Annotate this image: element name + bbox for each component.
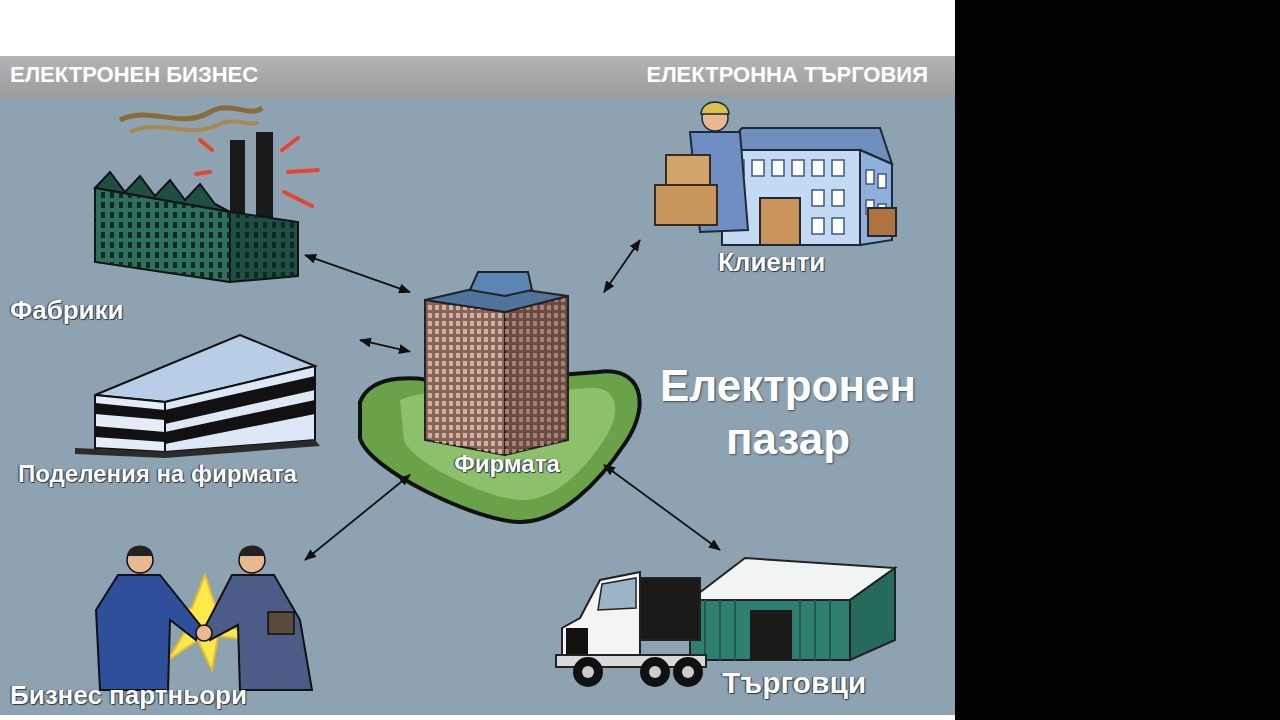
partners-illustration (127, 546, 153, 557)
clients-illustration (878, 174, 886, 188)
traders-illustration (690, 600, 850, 660)
node-label: Търговци (722, 665, 866, 701)
traders-illustration (850, 568, 895, 660)
node-label: Бизнес партньори (10, 680, 247, 711)
traders-illustration (829, 600, 831, 660)
factory-illustration (130, 121, 258, 132)
diagram-stage: Фабрики КлиентиПоделения на фирмата Фирмат… (0, 0, 955, 720)
clients-illustration (812, 218, 824, 234)
factory-illustration (95, 188, 230, 282)
traders-illustration (573, 657, 603, 687)
traders-illustration (638, 578, 700, 640)
divisions-illustration (95, 426, 165, 442)
factory-illustration (120, 108, 262, 120)
factory-illustration (95, 188, 230, 282)
node-label: Фабрики (10, 295, 124, 326)
traders-illustration (704, 600, 706, 660)
clients-illustration (812, 160, 824, 176)
clients-illustration (655, 102, 896, 245)
clients-illustration (792, 160, 804, 176)
factory-illustration (230, 212, 298, 282)
partners-illustration (239, 546, 265, 557)
clients-illustration (655, 185, 717, 225)
factory-illustration (288, 170, 318, 172)
partners-illustration (96, 575, 200, 690)
double-arrow (305, 475, 410, 560)
traders-illustration (582, 666, 594, 678)
traders-illustration (750, 610, 792, 660)
header-right: ЕЛЕКТРОННА ТЪРГОВИЯ (560, 62, 928, 88)
clients-illustration (832, 160, 844, 176)
clients-node: Клиенти (640, 95, 910, 285)
header-left: ЕЛЕКТРОНЕН БИЗНЕС (10, 62, 258, 88)
divisions-illustration (75, 335, 320, 458)
partners-node: Бизнес партньори (5, 540, 305, 715)
clients-illustration (832, 218, 844, 234)
traders-illustration (799, 600, 801, 660)
clients-illustration (732, 160, 886, 234)
factory-illustration (284, 192, 312, 206)
traders-illustration (640, 657, 670, 687)
factory-illustration (200, 140, 212, 150)
divisions-illustration (165, 400, 315, 444)
double-arrow (305, 255, 410, 292)
double-arrow (604, 465, 720, 550)
firm-tower-illustration (470, 272, 532, 296)
divisions-illustration (165, 366, 315, 452)
double-arrow (360, 340, 410, 352)
double-arrow (604, 240, 640, 292)
factory-illustration (282, 138, 298, 150)
partners-illustration (206, 575, 312, 690)
traders-illustration (566, 628, 588, 654)
clients-illustration (752, 160, 764, 176)
factory-illustration (230, 212, 298, 282)
traders-illustration (562, 572, 640, 660)
firm-tower-illustration (425, 300, 505, 455)
clients-illustration (666, 155, 710, 185)
partners-illustration (196, 625, 212, 641)
divisions-illustration (95, 395, 165, 452)
firm-tower-illustration (505, 296, 568, 455)
traders-illustration (734, 600, 736, 660)
divisions-illustration (75, 440, 320, 458)
clients-illustration (812, 190, 824, 206)
factory-illustration (196, 138, 318, 206)
factories-node: Фабрики (5, 100, 305, 335)
clients-illustration (772, 160, 784, 176)
traders-illustration (705, 600, 830, 660)
factory-illustration (95, 108, 318, 282)
firm-tower-illustration (505, 296, 568, 455)
traders-node: Търговци (555, 550, 900, 710)
traders-illustration (673, 657, 703, 687)
node-label: Фирмата (410, 450, 604, 479)
firm-node: Фирмата (410, 268, 604, 488)
firm-tower-illustration (425, 300, 505, 455)
bottom-strip (0, 715, 955, 720)
traders-illustration (649, 666, 661, 678)
node-label: Клиенти (718, 247, 825, 278)
clients-illustration (832, 190, 844, 206)
factory-illustration (230, 140, 245, 220)
clients-illustration (701, 102, 729, 114)
partners-illustration (268, 612, 294, 634)
firm-tower-illustration (425, 272, 568, 455)
clients-illustration (866, 170, 874, 184)
clients-illustration (760, 198, 800, 245)
top-strip (0, 0, 955, 56)
partners-illustration (96, 546, 312, 691)
traders-illustration (598, 578, 636, 610)
divisions-illustration (95, 403, 165, 420)
node-label: Поделения на фирмата (18, 460, 297, 489)
traders-illustration (682, 666, 694, 678)
market-label: Електронен пазар (633, 360, 943, 466)
divisions-node: Поделения на фирмата (10, 325, 360, 500)
factory-illustration (256, 132, 273, 222)
traders-illustration (719, 600, 721, 660)
factory-illustration (196, 172, 210, 174)
traders-illustration (814, 600, 816, 660)
clients-illustration (868, 208, 896, 236)
